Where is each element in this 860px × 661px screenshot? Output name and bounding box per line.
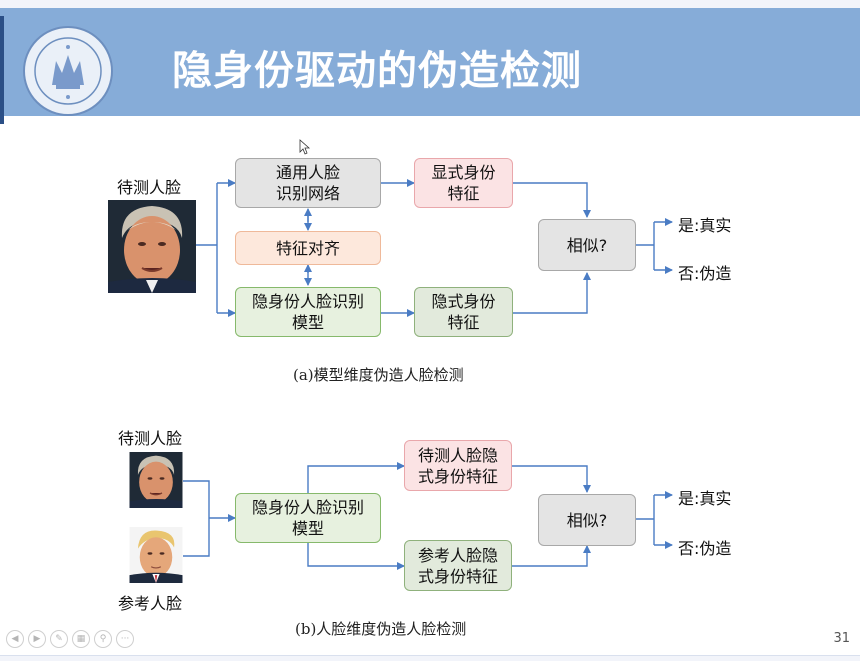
b-output-fake: 否:伪造 — [678, 539, 732, 558]
slide-nav-controls: ◀ ▶ ✎ ▦ ⚲ ··· — [6, 630, 134, 648]
header-accent-bar — [0, 16, 4, 124]
a-input-label: 待测人脸 — [117, 178, 182, 197]
general-face-recognition-net-box: 通用人脸 识别网络 — [235, 158, 381, 208]
b-output-real: 是:真实 — [678, 489, 732, 508]
face-photo-reference-icon — [129, 527, 183, 583]
slides-overview-icon[interactable]: ▦ — [72, 630, 90, 648]
feature-alignment-box: 特征对齐 — [235, 231, 381, 265]
pen-icon[interactable]: ✎ — [50, 630, 68, 648]
university-logo-icon — [23, 26, 113, 116]
window-bottom-strip — [0, 655, 860, 661]
similarity-check-box-b: 相似? — [538, 494, 636, 546]
next-slide-icon[interactable]: ▶ — [28, 630, 46, 648]
mouse-cursor-icon — [299, 139, 311, 155]
more-options-icon[interactable]: ··· — [116, 630, 134, 648]
test-face-implicit-feature-box: 待测人脸隐 式身份特征 — [404, 440, 512, 491]
b-test-label: 待测人脸 — [118, 429, 183, 448]
slide-title: 隐身份驱动的伪造检测 — [172, 48, 582, 94]
zoom-icon[interactable]: ⚲ — [94, 630, 112, 648]
caption-b: (b)人脸维度伪造人脸检测 — [295, 620, 467, 638]
hidden-identity-model-box-b: 隐身份人脸识别 模型 — [235, 493, 381, 543]
caption-a: (a)模型维度伪造人脸检测 — [293, 366, 464, 384]
page-number: 31 — [833, 631, 850, 646]
a-output-fake: 否:伪造 — [678, 264, 732, 283]
prev-slide-icon[interactable]: ◀ — [6, 630, 24, 648]
a-output-real: 是:真实 — [678, 216, 732, 235]
slide-header: 隐身份驱动的伪造检测 — [0, 8, 860, 124]
similarity-check-box-a: 相似? — [538, 219, 636, 271]
b-ref-label: 参考人脸 — [118, 594, 183, 613]
implicit-identity-feature-box: 隐式身份 特征 — [414, 287, 513, 337]
face-photo-test-small-icon — [129, 452, 183, 508]
reference-face-implicit-feature-box: 参考人脸隐 式身份特征 — [404, 540, 512, 591]
face-photo-test-icon — [108, 200, 196, 293]
explicit-identity-feature-box: 显式身份 特征 — [414, 158, 513, 208]
hidden-identity-model-box-a: 隐身份人脸识别 模型 — [235, 287, 381, 337]
